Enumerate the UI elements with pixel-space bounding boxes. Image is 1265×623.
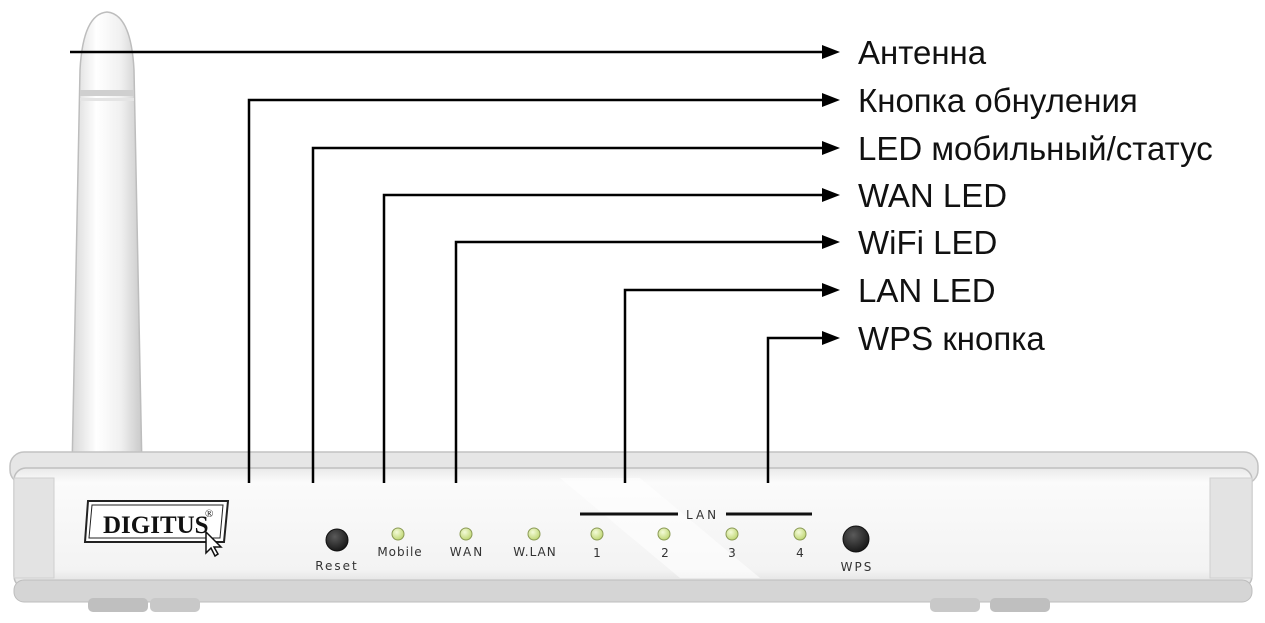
- arrowheads: [822, 45, 840, 345]
- arrowhead-mobile: [822, 141, 840, 155]
- wlan-led: [527, 527, 541, 541]
- led-row: [391, 527, 807, 541]
- lan-led-4: [793, 527, 807, 541]
- reset-button[interactable]: [325, 528, 349, 552]
- leader-wps: [766, 336, 825, 483]
- leader-wifi: [454, 240, 825, 483]
- lan-led-2: [657, 527, 671, 541]
- lan-port-1-label: 1: [593, 546, 601, 560]
- brand-text: DIGITUS: [103, 512, 209, 539]
- callout-wifi-led: WiFi LED: [858, 224, 998, 261]
- leader-lines: [70, 50, 825, 483]
- callout-mobile-status-led: LED мобильный/статус: [858, 130, 1213, 167]
- wan-led: [459, 527, 473, 541]
- callout-lan-led: LAN LED: [858, 272, 996, 309]
- leader-mobile: [311, 146, 825, 483]
- callout-antenna: Антенна: [858, 34, 987, 71]
- callout-reset-button: Кнопка обнуления: [858, 82, 1138, 119]
- reset-label: Reset: [315, 559, 359, 573]
- mobile-led: [391, 527, 405, 541]
- lan-port-4-label: 4: [796, 546, 804, 560]
- arrowhead-antenna: [822, 45, 840, 59]
- lan-led-1: [590, 527, 604, 541]
- wan-label: WAN: [450, 545, 484, 559]
- callout-wan-led: WAN LED: [858, 177, 1008, 214]
- lan-led-3: [725, 527, 739, 541]
- lan-port-2-label: 2: [661, 546, 669, 560]
- cursor-icon: [205, 530, 223, 558]
- callout-wps-button: WPS кнопка: [858, 320, 1045, 357]
- leader-lan: [623, 288, 825, 483]
- digitus-logo: DIGITUS ®: [83, 500, 230, 558]
- router-body: [9, 451, 1259, 612]
- arrowhead-wps: [822, 331, 840, 345]
- arrowhead-lan: [822, 283, 840, 297]
- arrowhead-wifi: [822, 235, 840, 249]
- panel-labels: Reset Mobile WAN W.LAN 1 2 3 4 WPS: [315, 545, 874, 574]
- arrowhead-wan: [822, 188, 840, 202]
- lan-port-3-label: 3: [728, 546, 736, 560]
- wps-button[interactable]: [842, 525, 870, 553]
- leader-reset: [247, 98, 825, 483]
- antenna: [71, 11, 143, 471]
- leader-wan: [382, 193, 825, 483]
- wps-label: WPS: [841, 560, 874, 574]
- wlan-label: W.LAN: [513, 545, 556, 559]
- lan-group: LAN: [580, 508, 812, 522]
- registered-mark: ®: [205, 508, 213, 520]
- arrowhead-reset: [822, 93, 840, 107]
- mobile-label: Mobile: [377, 545, 422, 559]
- lan-group-label: LAN: [686, 508, 719, 522]
